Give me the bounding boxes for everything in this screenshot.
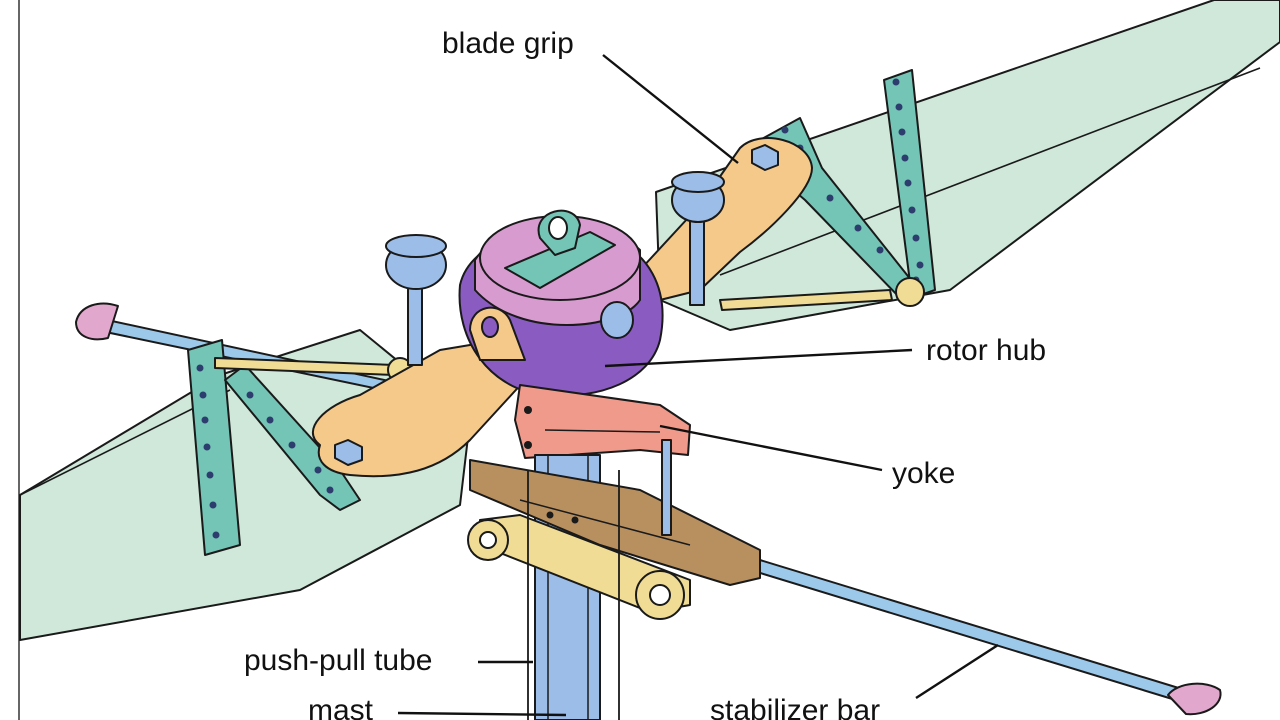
label-stabilizer-bar: stabilizer bar <box>710 694 880 720</box>
leader-rotor-hub <box>604 348 913 368</box>
label-blade-grip: blade grip <box>442 27 574 60</box>
rotor-hub <box>458 209 664 397</box>
hub-port <box>600 301 634 339</box>
leader-mast <box>397 711 567 717</box>
stabilizer-bracket <box>469 459 761 586</box>
blade-grip <box>312 137 813 478</box>
stabilizer-bar <box>75 302 1222 716</box>
blade-grip-right <box>639 137 813 301</box>
stabilizer-tip-right <box>1167 682 1222 716</box>
label-rotor-hub: rotor hub <box>926 334 1046 367</box>
rotor-blade-right <box>655 0 1280 331</box>
bolt-head-right <box>751 144 779 171</box>
pitch-horn-post-right <box>671 171 725 306</box>
label-push-pull-tube: push-pull tube <box>244 644 432 677</box>
pitch-link-right <box>719 277 925 311</box>
push-pull-link <box>467 514 691 620</box>
stabilizer-tip-left <box>75 302 119 341</box>
leader-yoke <box>659 424 883 472</box>
push-pull-tube <box>527 439 672 720</box>
pitch-horn-post-left <box>385 234 447 366</box>
label-yoke: yoke <box>892 457 955 490</box>
leader-blade-grip <box>602 54 739 164</box>
leader-stabilizer-bar <box>915 643 999 700</box>
label-mast: mast <box>308 694 374 720</box>
bolt-head-left <box>334 439 363 466</box>
blade-grip-left <box>312 339 526 478</box>
